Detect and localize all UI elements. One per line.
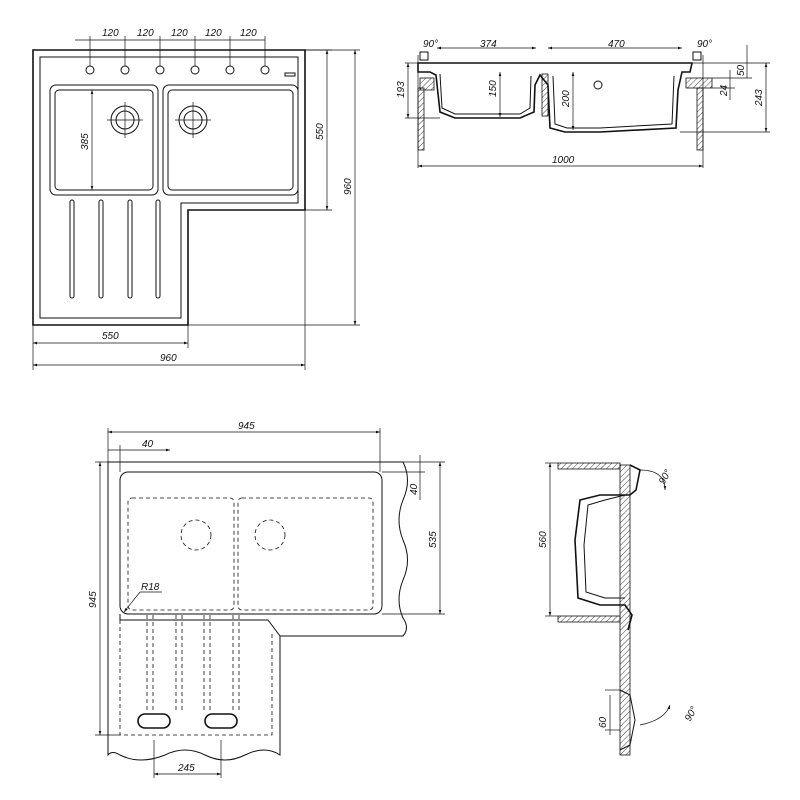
dim-total-height: 243 [754, 89, 765, 107]
drain-icon [107, 102, 143, 138]
dim-left-bowl-width: 374 [480, 39, 497, 50]
dim-tap-3: 120 [171, 28, 188, 39]
dim-depth: 535 [428, 531, 439, 548]
angle-right: 90° [697, 39, 712, 50]
drainboard-ribs [69, 199, 161, 299]
cutout-view: 945 40 40 535 945 R18 245 [88, 421, 445, 778]
dim-side-offset: 60 [598, 716, 609, 728]
dim-bowl-height: 385 [80, 133, 91, 150]
dim-total-width: 1000 [552, 155, 575, 166]
dim-right-bowl-width: 470 [608, 39, 625, 50]
dim-tap-4: 120 [205, 28, 222, 39]
dim-right-bowl-depth: 200 [561, 90, 572, 108]
section-view: 374 470 90° 90° 193 150 200 50 24 243 10… [396, 39, 770, 168]
dim-side-height: 560 [538, 531, 549, 548]
tap-holes [85, 65, 296, 77]
dim-radius: R18 [141, 582, 160, 593]
worktop-outline [107, 461, 408, 761]
angle-icon [692, 51, 702, 61]
dim-left-total-depth: 193 [396, 81, 407, 98]
dim-bottom-depth: 550 [102, 331, 119, 342]
angle-top: 90° [657, 468, 674, 487]
side-view: 560 90° 90° 60 [538, 462, 700, 756]
dim-right-total: 960 [343, 178, 354, 195]
overflow-slot [137, 713, 171, 729]
dim-worktop: 24 [719, 84, 730, 97]
dim-bottom-total: 960 [160, 353, 177, 364]
drain-icon [175, 102, 211, 138]
plan-view: 120 120 120 120 120 385 550 960 550 960 [32, 28, 360, 370]
dim-rib-span: 245 [177, 763, 195, 774]
sink-side-profile [574, 464, 641, 631]
angle-bottom: 90° [683, 705, 700, 724]
dim-right-depth: 550 [315, 123, 326, 140]
dim-tap-5: 120 [240, 28, 257, 39]
dim-width: 945 [238, 421, 255, 432]
dim-tap-2: 120 [137, 28, 154, 39]
dim-tap-1: 120 [102, 28, 119, 39]
dim-offset-top: 40 [142, 439, 154, 450]
angle-left: 90° [423, 39, 438, 50]
right-bowl [162, 84, 299, 196]
left-bowl [49, 84, 159, 196]
dim-height: 945 [88, 591, 99, 608]
dim-left-bowl-depth: 150 [488, 80, 499, 97]
dim-offset-right: 40 [409, 483, 420, 495]
overflow-slot [204, 713, 238, 729]
dim-rim-height: 50 [736, 64, 747, 76]
angle-icon [419, 51, 429, 61]
